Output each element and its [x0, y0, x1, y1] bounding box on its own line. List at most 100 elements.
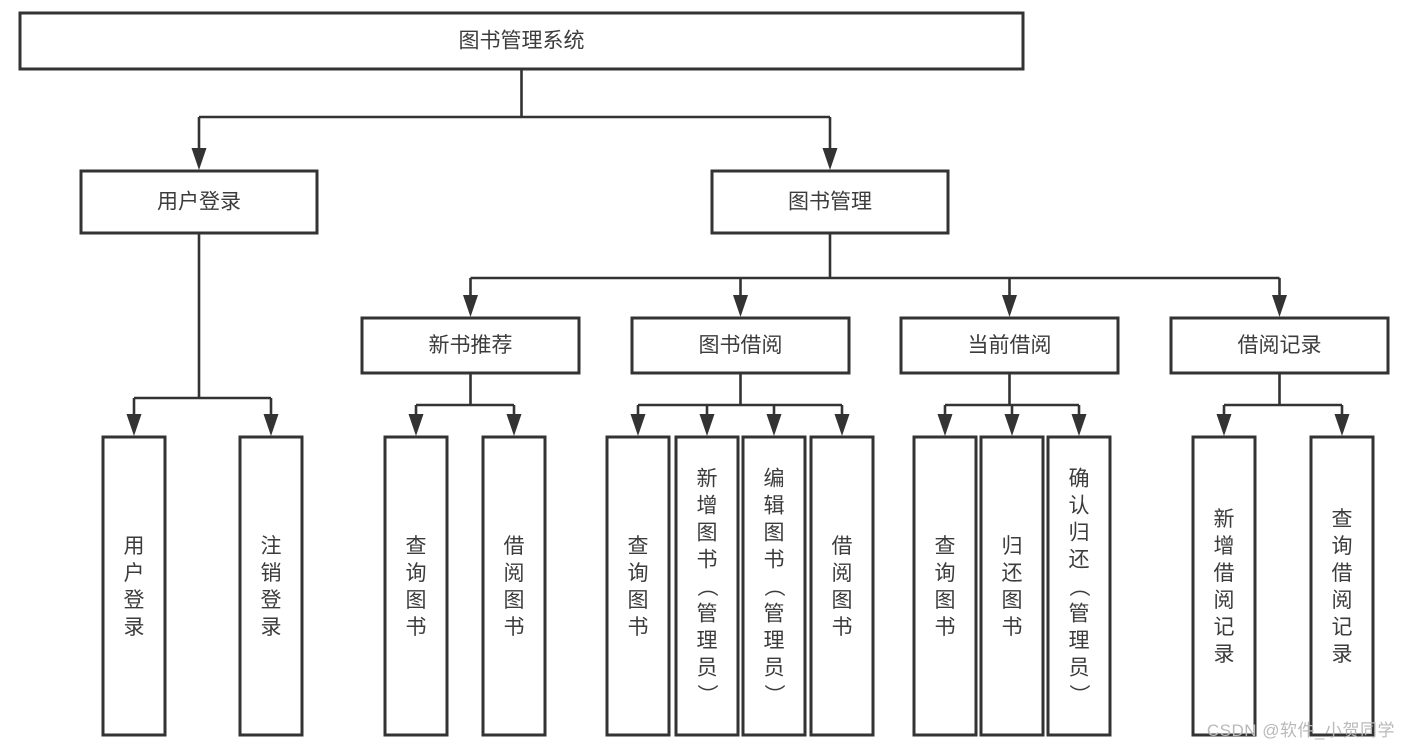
arrow-head-icon — [1071, 414, 1087, 436]
node-label: 图书借阅 — [699, 334, 783, 357]
node-box[interactable] — [101, 435, 167, 737]
node-label-char: 用 — [124, 535, 145, 558]
node-label-char: 新 — [697, 468, 718, 491]
arrow-head-icon — [1004, 414, 1020, 436]
node-box[interactable] — [79, 169, 319, 235]
node-label-char: 归 — [1002, 535, 1023, 558]
node-label-char: 查 — [935, 535, 956, 558]
node-box[interactable] — [674, 435, 740, 737]
node-label-char: ） — [695, 684, 718, 705]
connector-group — [630, 373, 850, 436]
node-label-char: （ — [1067, 576, 1090, 597]
connector-group — [126, 233, 279, 436]
connector-group — [463, 233, 1287, 317]
node-label-char: 查 — [1332, 508, 1353, 531]
node-box[interactable] — [710, 169, 950, 235]
node-box[interactable] — [360, 316, 581, 375]
node-label-char: 记 — [1214, 616, 1235, 639]
node-box[interactable] — [912, 435, 978, 737]
node-label-char: 还 — [1002, 562, 1023, 585]
node-label-char: 录 — [261, 616, 282, 639]
node-label-char: （ — [762, 576, 785, 597]
node-box[interactable] — [741, 435, 807, 737]
branch-node[interactable]: 图书管理 — [710, 169, 950, 235]
node-label-char: 借 — [504, 535, 525, 558]
node-label-char: 书 — [628, 616, 649, 639]
node-label-char: 新 — [1214, 508, 1235, 531]
arrow-head-icon — [126, 414, 142, 436]
node-label-char: 借 — [1214, 562, 1235, 585]
connector-group — [937, 373, 1087, 436]
node-label-char: 查 — [406, 535, 427, 558]
node-label-char: 辑 — [764, 495, 785, 518]
node-label-char: 图 — [697, 522, 718, 545]
node-label-char: 图 — [764, 522, 785, 545]
leaf-node[interactable]: 用户登录 — [101, 435, 167, 737]
node-label-char: 注 — [261, 535, 282, 558]
node-label-char: 管 — [764, 603, 785, 626]
arrow-head-icon — [822, 148, 838, 170]
arrow-head-icon — [766, 414, 782, 436]
node-label-char: ） — [1067, 684, 1090, 705]
node-label: 当前借阅 — [968, 334, 1052, 357]
node-box[interactable] — [605, 435, 671, 737]
node-label-char: 理 — [764, 630, 785, 653]
branch-node[interactable]: 借阅记录 — [1169, 316, 1390, 375]
node-label-char: 销 — [261, 562, 282, 585]
node-label-char: 阅 — [832, 562, 853, 585]
node-box[interactable] — [18, 11, 1025, 71]
arrow-head-icon — [1334, 414, 1350, 436]
connector-layer — [126, 69, 1350, 436]
branch-node[interactable]: 新书推荐 — [360, 316, 581, 375]
node-box[interactable] — [1191, 435, 1257, 737]
node-layer: 图书管理系统用户登录图书管理新书推荐图书借阅当前借阅借阅记录用户登录注销登录查询… — [18, 11, 1390, 737]
node-label: 图书管理系统 — [459, 30, 585, 53]
node-box[interactable] — [899, 316, 1120, 375]
node-box[interactable] — [1309, 435, 1375, 737]
node-label-char: 书 — [504, 616, 525, 639]
node-box[interactable] — [481, 435, 547, 737]
branch-node[interactable]: 图书借阅 — [630, 316, 851, 375]
node-label-char: 图 — [1002, 589, 1023, 612]
node-label-char: 确 — [1069, 468, 1090, 491]
node-label-char: 登 — [124, 589, 145, 612]
arrow-head-icon — [1002, 295, 1017, 317]
node-label-char: 录 — [1332, 643, 1353, 666]
arrow-head-icon — [463, 295, 478, 317]
arrow-head-icon — [630, 414, 646, 436]
node-label-char: 管 — [1069, 603, 1090, 626]
node-label-char: 书 — [406, 616, 427, 639]
node-box[interactable] — [1046, 435, 1112, 737]
node-box[interactable] — [809, 435, 875, 737]
branch-node[interactable]: 用户登录 — [79, 169, 319, 235]
connector-group — [1216, 373, 1350, 436]
node-label-char: 增 — [1214, 535, 1235, 558]
node-label-char: 理 — [1069, 630, 1090, 653]
arrow-head-icon — [191, 148, 207, 170]
node-label-char: 管 — [697, 603, 718, 626]
node-box[interactable] — [1169, 316, 1390, 375]
node-box[interactable] — [383, 435, 449, 737]
node-box[interactable] — [238, 435, 304, 737]
node-label-char: 书 — [764, 549, 785, 572]
root-node[interactable]: 图书管理系统 — [18, 11, 1025, 71]
node-label: 借阅记录 — [1238, 334, 1322, 357]
node-label-char: 图 — [935, 589, 956, 612]
node-box[interactable] — [630, 316, 851, 375]
node-box[interactable] — [979, 435, 1045, 737]
branch-node[interactable]: 当前借阅 — [899, 316, 1120, 375]
node-label-char: 理 — [697, 630, 718, 653]
arrow-head-icon — [834, 414, 850, 436]
